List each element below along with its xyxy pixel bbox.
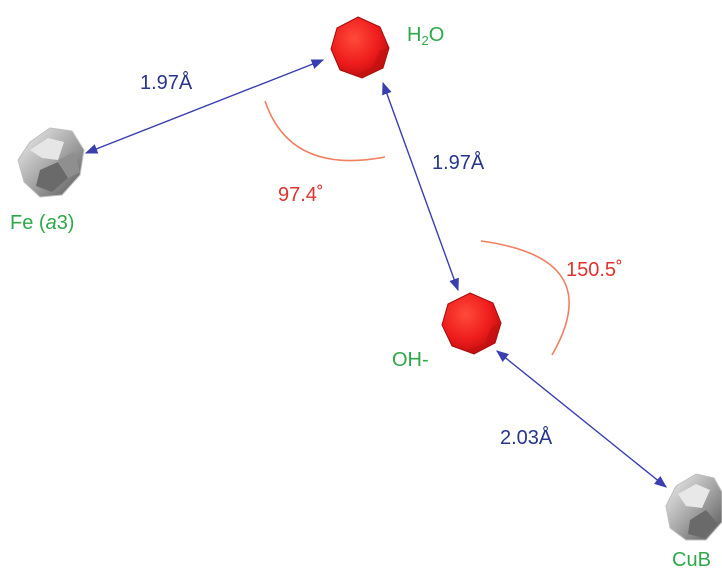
oh-oxygen-atom xyxy=(441,292,502,355)
fe-a3-label: Fe (a3) xyxy=(10,212,75,234)
bond-fe-h2o xyxy=(84,59,325,154)
oh-label: OH- xyxy=(392,349,429,371)
distance-oh-cub-label: 2.03Å xyxy=(500,427,553,449)
distance-h2o-oh-label: 1.97Å xyxy=(432,152,485,174)
bond-oh-cub xyxy=(496,350,667,488)
cub-label: CuB xyxy=(672,549,711,571)
h2o-label: H2O xyxy=(407,24,445,48)
angle-arc-150 xyxy=(480,240,570,356)
angle-arc-97 xyxy=(264,100,386,162)
h2o-oxygen-atom xyxy=(330,16,390,79)
cub-metal-atom xyxy=(665,473,722,541)
angle-97-label: 97.4˚ xyxy=(278,184,324,206)
fe-metal-atom xyxy=(17,127,85,198)
bond-h2o-oh xyxy=(382,81,459,292)
distance-fe-h2o-label: 1.97Å xyxy=(140,72,193,94)
angle-150-label: 150.5˚ xyxy=(566,259,623,281)
